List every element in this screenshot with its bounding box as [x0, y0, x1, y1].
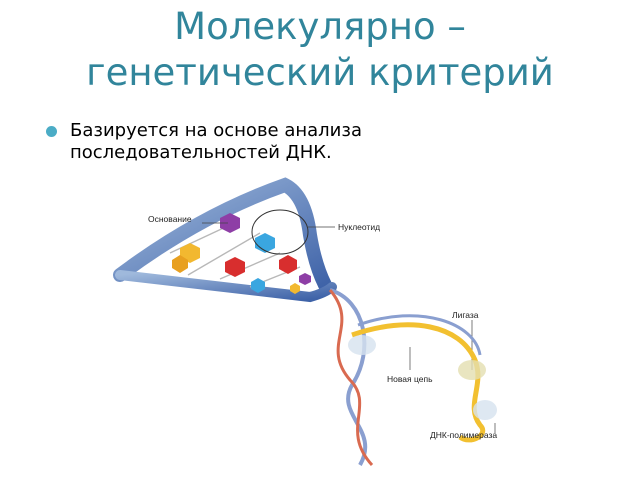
base-hexagon-blue-2	[251, 278, 265, 293]
bullet-text-line-1: Базируется на основе анализа	[70, 120, 362, 141]
replication-fork-strand-2	[357, 314, 482, 356]
slide-title: Молекулярно – генетический критерий	[20, 4, 620, 96]
title-line-1: Молекулярно –	[174, 5, 466, 48]
dna-backbone-upper	[113, 177, 332, 292]
base-hexagon-yellow	[180, 243, 200, 263]
base-hexagon-yellow-2	[290, 283, 300, 294]
bullet-item: Базируется на основе анализа последовате…	[44, 120, 604, 164]
base-hexagon-purple	[220, 213, 240, 233]
label-polymerase: ДНК-полимераза	[430, 430, 498, 440]
bullet-text-line-2: последовательностей ДНК.	[70, 142, 332, 163]
nucleotide-circle	[251, 209, 309, 255]
ligase-blob	[458, 360, 486, 380]
bullet-list: Базируется на основе анализа последовате…	[44, 120, 604, 164]
label-ligase: Лигаза	[452, 310, 479, 320]
polymerase-blob-2	[473, 400, 497, 420]
base-hexagon-blue	[255, 233, 275, 253]
polymerase-blob	[348, 335, 376, 355]
dna-illustration	[113, 177, 497, 467]
base-hexagon-red-2	[279, 255, 297, 274]
bullet-dot-icon	[46, 126, 57, 137]
base-hexagon-orange	[172, 255, 188, 273]
label-new-strand: Новая цепь	[387, 374, 433, 384]
dna-helix-lower-strand-b	[328, 289, 374, 467]
title-line-2: генетический критерий	[86, 51, 554, 94]
base-hexagon-purple-2	[299, 273, 311, 285]
dna-backbone-lower	[115, 270, 337, 303]
base-hexagon-red	[225, 257, 245, 277]
label-nucleotide: Нуклеотид	[338, 222, 381, 232]
label-base: Основание	[148, 214, 192, 224]
dna-helix-lower-strand-a	[329, 288, 368, 466]
dna-replication-figure: Основание Нуклеотид Лигаза Новая цепь ДН…	[110, 175, 540, 470]
